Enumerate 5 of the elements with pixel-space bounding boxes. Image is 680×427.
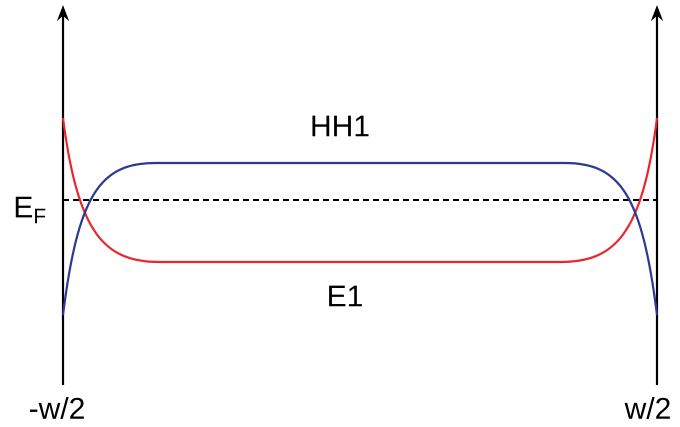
fermi-level-label: E$_{F}$ xyxy=(16,196,46,224)
axis-label: w/2 xyxy=(624,396,670,419)
axis-label: -w/2 xyxy=(30,396,84,419)
band-label: E1 xyxy=(329,286,362,306)
band-label: HH1 xyxy=(312,116,369,136)
